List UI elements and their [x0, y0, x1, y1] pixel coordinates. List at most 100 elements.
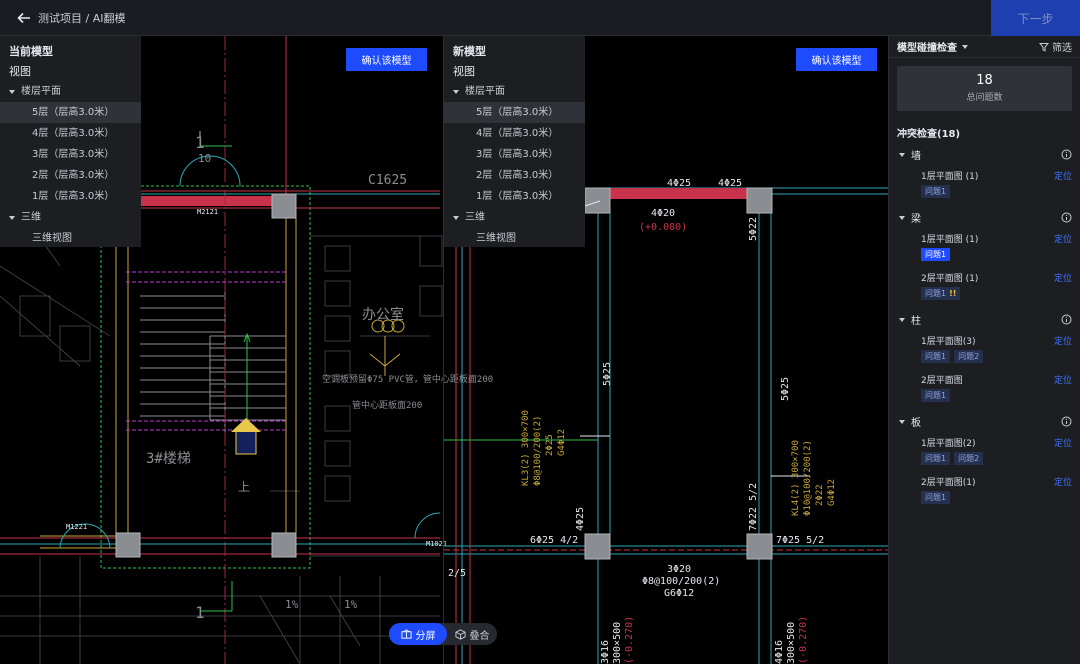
drawing-name: 2层平面图(1): [921, 478, 976, 488]
new-floor-item[interactable]: 5层（层高3.0米）: [444, 102, 585, 123]
drawing-name: 1层平面图 (1): [921, 235, 979, 245]
locate-link[interactable]: 定位: [1053, 376, 1072, 386]
cad-col-rebar-4: 4Φ25: [575, 507, 586, 531]
caret-down-icon: [899, 215, 905, 220]
current-3d-view[interactable]: 三维视图: [32, 233, 72, 244]
info-icon[interactable]: [1061, 314, 1072, 325]
cad-kl3-4: G4Φ12: [557, 429, 567, 456]
cad-beam-v1: 3Φ16: [600, 640, 611, 664]
locate-link[interactable]: 定位: [1053, 172, 1072, 182]
overlay-label: 叠合: [469, 630, 490, 642]
current-model-title: 当前模型: [9, 45, 53, 58]
breadcrumb: 测试项目 / AI翻模: [38, 11, 126, 25]
issue-tag[interactable]: 问题2: [954, 452, 984, 465]
current-floor-item[interactable]: 3层（层高3.0米）: [32, 149, 115, 160]
cad-note-2: 管中心距板面200: [352, 399, 422, 411]
cad-bottom-rebar-1: 6Φ25 4/2: [530, 535, 578, 546]
cad-col-rebar-3: 5Φ25: [780, 377, 791, 401]
new-floor-item[interactable]: 3层（层高3.0米）: [476, 149, 559, 160]
split-screen-button[interactable]: 分屏: [389, 623, 447, 645]
cad-mid-rebar: 4Φ20: [651, 208, 675, 219]
info-icon[interactable]: [1061, 212, 1072, 223]
cad-beam-v3: (-0.270): [624, 616, 635, 664]
issue-tag[interactable]: 问题1: [921, 350, 951, 363]
category-header[interactable]: 墙: [889, 148, 1080, 162]
cad-kl4-1: KL4(2) 300×700: [791, 440, 801, 516]
caret-down-icon: [453, 215, 459, 220]
new-floor-item[interactable]: 1层（层高3.0米）: [476, 191, 559, 202]
locate-link[interactable]: 定位: [1053, 337, 1072, 347]
caret-down-icon: [899, 152, 905, 157]
cad-beam-v5: 300×500: [786, 622, 797, 664]
issue-tag[interactable]: 问题1: [921, 491, 951, 504]
category-name: 墙: [911, 151, 921, 162]
category-beam: 梁 1层平面图 (1)定位 问题1 2层平面图 (1)定位 问题1!!: [889, 211, 1080, 300]
info-icon[interactable]: [1061, 149, 1072, 160]
current-3d-group[interactable]: 三维: [0, 207, 141, 228]
split-screen-label: 分屏: [415, 630, 436, 642]
cad-elevation: (+0.080): [639, 222, 687, 233]
drawing-name: 2层平面图: [921, 376, 963, 386]
current-floor-group[interactable]: 楼层平面: [0, 81, 141, 102]
category-header[interactable]: 柱: [889, 313, 1080, 327]
caret-down-icon: [899, 317, 905, 322]
new-3d-group[interactable]: 三维: [444, 207, 585, 228]
issue-tag[interactable]: 问题1: [921, 452, 951, 465]
total-issues-card: 18 总问题数: [897, 66, 1072, 111]
new-model-title: 新模型: [453, 45, 486, 58]
caret-down-icon: [9, 89, 15, 94]
cad-side-label: 2/5: [448, 568, 466, 579]
issue-tag[interactable]: 问题2: [954, 350, 984, 363]
issue-tag[interactable]: 问题1: [921, 248, 951, 261]
category-header[interactable]: 板: [889, 415, 1080, 429]
viewport-divider[interactable]: [443, 36, 444, 664]
drawing-entry: 1层平面图(3)定位 问题1 问题2: [889, 334, 1080, 363]
new-floor-item[interactable]: 2层（层高3.0米）: [476, 170, 559, 181]
issue-tag[interactable]: 问题1!!: [921, 287, 961, 300]
conflict-check-title: 冲突检查(18): [897, 129, 961, 140]
filter-button[interactable]: 筛选: [1039, 39, 1072, 54]
new-floor-group[interactable]: 楼层平面: [444, 81, 585, 102]
new-floor-group-label: 楼层平面: [465, 86, 505, 97]
collision-title-dropdown[interactable]: 模型碰撞检查: [897, 39, 968, 54]
drawing-name: 1层平面图(2): [921, 439, 976, 449]
issue-tag[interactable]: 问题1: [921, 389, 951, 402]
collision-title: 模型碰撞检查: [897, 43, 957, 54]
confirm-new-model-button[interactable]: 确认该模型: [796, 48, 877, 71]
cad-room-label: 办公室: [362, 306, 404, 323]
info-icon[interactable]: [1061, 416, 1072, 427]
category-header[interactable]: 梁: [889, 211, 1080, 225]
current-floor-item[interactable]: 4层（层高3.0米）: [32, 128, 115, 139]
filter-icon: [1039, 42, 1049, 52]
cad-stair-label: 3#楼梯: [146, 451, 191, 467]
split-screen-icon: [400, 628, 412, 639]
view-mode-toggle: 分屏 叠合: [389, 623, 497, 645]
category-column: 柱 1层平面图(3)定位 问题1 问题2 2层平面图 定位 问题1: [889, 313, 1080, 402]
new-floor-item[interactable]: 4层（层高3.0米）: [476, 128, 559, 139]
locate-link[interactable]: 定位: [1053, 439, 1072, 449]
caret-down-icon: [899, 419, 905, 424]
locate-link[interactable]: 定位: [1053, 274, 1072, 284]
locate-link[interactable]: 定位: [1053, 478, 1072, 488]
cad-beam-v4: 4Φ16: [774, 640, 785, 664]
current-floor-item[interactable]: 2层（层高3.0米）: [32, 170, 115, 181]
locate-link[interactable]: 定位: [1053, 235, 1072, 245]
cad-slope-2: 1%: [344, 598, 358, 611]
cad-bottom-label-2: Φ8@100/200(2): [642, 576, 720, 587]
caret-down-icon: [453, 89, 459, 94]
current-floor-item[interactable]: 5层（层高3.0米）: [0, 102, 141, 123]
new-3d-view[interactable]: 三维视图: [476, 233, 516, 244]
caret-down-icon: [962, 44, 968, 49]
issue-tag[interactable]: 问题1: [921, 185, 951, 198]
cad-ten-label: 10: [198, 152, 211, 165]
next-step-button[interactable]: 下一步: [991, 0, 1080, 36]
collision-check-panel: 模型碰撞检查 筛选 18 总问题数 冲突检查(18) 墙 1层平面图 (1) 定位…: [888, 36, 1080, 664]
current-floor-item[interactable]: 1层（层高3.0米）: [32, 191, 115, 202]
total-issues-count: 18: [976, 73, 993, 88]
filter-label: 筛选: [1052, 43, 1072, 54]
confirm-current-model-button[interactable]: 确认该模型: [346, 48, 427, 71]
cad-door-label-3: M1021: [426, 540, 447, 548]
back-button[interactable]: [16, 10, 32, 26]
overlay-button[interactable]: 叠合: [447, 623, 497, 645]
drawing-entry: 2层平面图 定位 问题1: [889, 373, 1080, 402]
